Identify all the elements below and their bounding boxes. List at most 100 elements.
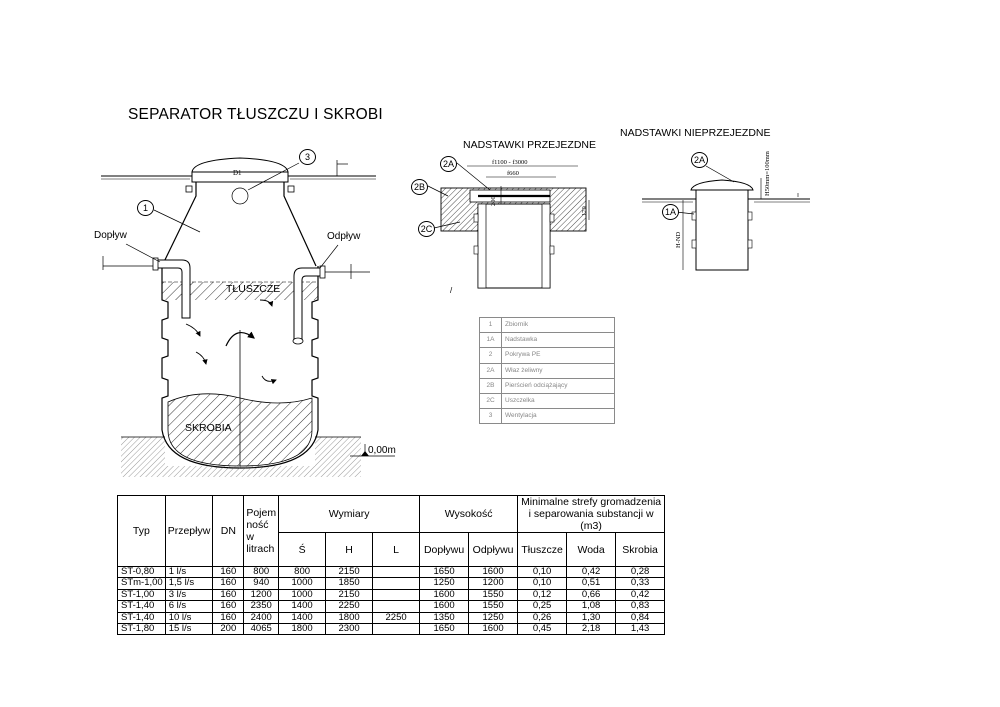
cell-skrobia: 0,83 <box>615 600 666 613</box>
cell-typ: ST-1,80 <box>117 623 166 636</box>
cell-szerokosc: 1000 <box>278 588 327 602</box>
cell-pojemnosc: 940 <box>243 577 280 590</box>
cell-tluszcze: 0,45 <box>517 623 568 636</box>
cell-woda: 1,08 <box>566 600 617 613</box>
cell-dn: 160 <box>212 611 245 625</box>
cell-wysokosc-h: 1800 <box>325 611 374 625</box>
cell-dn: 200 <box>212 623 245 636</box>
header-wymiary: Wymiary <box>278 495 421 533</box>
cell-woda: 1,30 <box>566 611 617 625</box>
cell-woda: 0,42 <box>566 565 617 579</box>
level-label: 0,00m <box>368 445 396 456</box>
header-typ: Typ <box>117 495 166 567</box>
spec-table: Typ Przepływ DN Pojem ność w litrach Wym… <box>117 495 666 636</box>
cell-szerokosc: 1000 <box>278 577 327 590</box>
cell-typ: ST-1,40 <box>117 600 166 613</box>
cell-tluszcze: 0,26 <box>517 611 568 625</box>
cell-odplyw: 1550 <box>468 600 519 613</box>
callout-2a-nieprzejezdne: 2A <box>691 152 708 168</box>
cell-dn: 160 <box>212 565 245 579</box>
inflow-label: Dopływ <box>94 230 127 241</box>
cell-przeplyw: 10 l/s <box>164 611 214 625</box>
callout-3: 3 <box>299 149 316 165</box>
cell-doplyw: 1350 <box>419 611 470 625</box>
legend-value: Pierścień odciążający <box>501 377 615 394</box>
header-wysokosc: Wysokość <box>419 495 519 533</box>
cell-dlugosc <box>372 600 421 613</box>
legend-value: Nadstawka <box>501 332 615 349</box>
cell-skrobia: 1,43 <box>615 623 666 636</box>
cell-typ: ST-1,00 <box>117 588 166 602</box>
callout-2c: 2C <box>418 221 435 237</box>
fat-zone-label: TŁUSZCZE <box>226 283 281 295</box>
cell-wysokosc-h: 2250 <box>325 600 374 613</box>
cell-tluszcze: 0,10 <box>517 577 568 590</box>
cell-szerokosc: 1400 <box>278 600 327 613</box>
cell-dlugosc <box>372 623 421 636</box>
outflow-label: Odpływ <box>327 231 361 242</box>
header-h: H <box>325 532 374 567</box>
dim-200: 200 <box>490 196 497 206</box>
legend-key: 1 <box>479 316 502 334</box>
cell-szerokosc: 1800 <box>278 623 327 636</box>
cell-szerokosc: 1400 <box>278 611 327 625</box>
cell-wysokosc-h: 2150 <box>325 588 374 602</box>
cell-skrobia: 0,28 <box>615 565 666 579</box>
cell-typ: ST-1,40 <box>117 611 166 625</box>
cell-wysokosc-h: 2150 <box>325 565 374 579</box>
cell-woda: 0,51 <box>566 577 617 590</box>
legend-value: Zbiornik <box>501 316 615 334</box>
cell-pojemnosc: 2400 <box>243 611 280 625</box>
legend-key: 2A <box>479 362 502 379</box>
dim-170: 170 <box>581 206 588 216</box>
cell-dlugosc <box>372 577 421 590</box>
header-woda: Woda <box>566 532 617 567</box>
cell-pojemnosc: 800 <box>243 565 280 579</box>
cell-skrobia: 0,42 <box>615 588 666 602</box>
cell-przeplyw: 1,5 l/s <box>164 577 214 590</box>
header-skrobia: Skrobia <box>615 532 666 567</box>
cell-doplyw: 1600 <box>419 588 470 602</box>
cell-szerokosc: 800 <box>278 565 327 579</box>
cell-dlugosc <box>372 588 421 602</box>
legend-key: 3 <box>479 408 502 425</box>
header-s: Ś <box>278 532 327 567</box>
dim-inner: f660 <box>507 170 519 177</box>
legend-key: 2 <box>479 347 502 364</box>
legend-key: 2B <box>479 377 502 394</box>
cell-odplyw: 1200 <box>468 577 519 590</box>
section-title-przejezdne: NADSTAWKI PRZEJEZDNE <box>463 139 597 151</box>
cell-dn: 160 <box>212 600 245 613</box>
diameter-label: D1 <box>233 169 242 177</box>
cell-pojemnosc: 2350 <box>243 600 280 613</box>
header-dn: DN <box>212 495 245 567</box>
page-title: SEPARATOR TŁUSZCZU I SKROBI <box>128 106 383 123</box>
cell-przeplyw: 15 l/s <box>164 623 214 636</box>
cell-pojemnosc: 4065 <box>243 623 280 636</box>
legend-value: Wentylacja <box>501 408 615 425</box>
cell-doplyw: 1250 <box>419 577 470 590</box>
cell-doplyw: 1600 <box>419 600 470 613</box>
cell-tluszcze: 0,25 <box>517 600 568 613</box>
cell-woda: 2,18 <box>566 623 617 636</box>
callout-1: 1 <box>137 200 154 216</box>
cell-odplyw: 1600 <box>468 565 519 579</box>
cell-woda: 0,66 <box>566 588 617 602</box>
cell-przeplyw: 6 l/s <box>164 600 214 613</box>
callout-2a-przejezdne: 2A <box>440 156 457 172</box>
cell-przeplyw: 3 l/s <box>164 588 214 602</box>
cell-skrobia: 0,84 <box>615 611 666 625</box>
mark: / <box>450 286 453 295</box>
header-doplywu: Dopływu <box>419 532 470 567</box>
